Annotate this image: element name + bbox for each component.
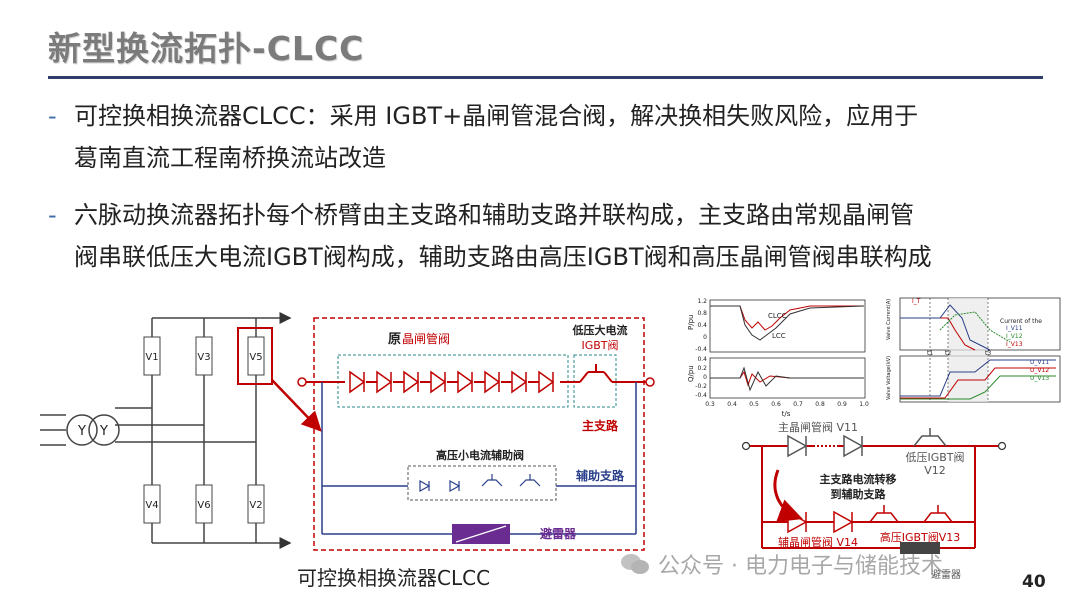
aux-thyristor-label: 辅晶闸管阀 V14 [778,535,858,549]
wechat-icon [621,554,649,574]
transformer-winding-1: Y [77,424,86,439]
title-divider [48,76,1043,79]
valve-v2: V2 [249,500,262,511]
label-t1: t1 [927,350,933,357]
label-it: I_T [912,298,921,305]
label-t3: t3 [985,350,991,357]
main-branch [300,364,650,383]
thyristor-symbol [457,370,474,394]
lv-igbt-valve-id: V12 [924,464,946,477]
p-ytick: -0.4 [695,346,707,353]
label-t2: t2 [945,350,951,357]
valve-current-axis: Valve Current(A) [886,299,892,340]
watermark: 公众号 · 电力电子与储能技术 [620,548,943,580]
valve-v6: V6 [197,500,210,511]
hv-igbt-label: 高压IGBT阀V13 [880,530,961,544]
arrester-label: 避雷器 [540,526,577,541]
original-thyristor-label: 晶闸管阀 [402,331,450,346]
q-ytick: -0.4 [695,392,707,399]
transfer-circuit: 主晶闸管阀 V11 低压IGBT阀 V12 主支路电流转移 到辅助支路 辅晶闸管… [741,420,1007,581]
label-uv12: U_V12 [1030,367,1049,374]
zoom-arrow [271,379,322,432]
transfer-label-1: 主支路电流转移 [820,472,897,486]
thyristor-symbol [511,370,528,394]
lv-igbt-valve-label: 低压IGBT阀 [905,450,964,464]
time-xtick: 0.9 [837,401,847,408]
time-xtick: 1.0 [859,401,869,408]
bullet-1-line-2: 葛南直流工程南桥换流站改造 [74,144,386,172]
aux-valve-label: 高压小电流辅助阀 [436,448,524,462]
thyristor-string [349,370,555,394]
page-title: 新型换流拓扑-CLCC [48,29,365,68]
time-xtick: 0.7 [793,401,803,408]
p-ytick: 0.8 [697,310,707,317]
v5-highlight [237,327,273,385]
left-terminal [297,377,307,387]
transfer-label-2: 到辅助支路 [831,487,887,501]
thyristor-symbol [376,370,393,394]
label-uv13: U_V13 [1030,375,1049,382]
time-xtick: 0.3 [705,401,715,408]
valve-voltage-axis: Valve Voltage(kV) [886,356,892,400]
valve-v5: V5 [249,352,262,363]
valve-boxes: V1 V3 V5 V4 V6 V2 [143,336,265,524]
aux-branch [321,382,637,535]
bullet-dash: - [48,201,57,229]
bullet-2-line-2: 阀串联低压大电流IGBT阀构成，辅助支路由高压IGBT阀和高压晶闸管阀串联构成 [74,243,932,271]
thyristor-symbol [349,370,366,394]
valve-detail-frame [313,317,645,551]
p-ytick: 1.2 [697,298,707,305]
right-terminal [645,377,655,387]
original-label: 原 [388,332,401,347]
transformer: Y Y [66,414,120,446]
lv-igbt-label-1: 低压大电流 [572,323,628,337]
time-xtick: 0.6 [771,401,781,408]
q-axis-label: Q/pu [687,365,695,382]
valve-v3: V3 [197,352,210,363]
label-iv11: I_V11 [1006,325,1023,332]
thyristor-symbol [538,370,555,394]
aux-branch-label: 辅助支路 [576,468,625,483]
p-ytick: 0 [703,334,707,341]
p-ytick: 0.4 [697,322,707,329]
bullet-2-line-1: 六脉动换流器拓扑每个桥臂由主支路和辅助支路并联构成，主支路由常规晶闸管 [74,201,914,229]
lcc-series-label: LCC [772,332,786,340]
p-axis-label: P/pu [687,315,695,330]
time-xtick: 0.5 [749,401,759,408]
label-iv13: I_V13 [1006,341,1023,348]
aux-devices [419,474,541,493]
valve-waveforms: Valve Current(A) Valve Voltage(kV) Curre… [886,297,1061,403]
main-thyristor-label: 主晶闸管阀 V11 [778,420,858,434]
q-ytick: 0 [703,374,707,381]
aux-valve-box [407,465,557,501]
valve-v1: V1 [145,352,158,363]
q-ytick: 0.2 [697,365,707,372]
watermark-text: 公众号 · 电力电子与储能技术 [658,554,943,579]
clcc-series-label: CLCC [768,312,787,320]
arrester-label-2: 避雷器 [931,568,961,581]
main-branch-label: 主支路 [582,418,619,433]
time-xtick: 0.8 [815,401,825,408]
transformer-winding-2: Y [99,424,108,439]
thyristor-symbol [484,370,501,394]
bullet-1-line-1: 可控换相换流器CLCC：采用 IGBT+晶闸管混合阀，解决换相失败风险，应用于 [74,102,919,130]
label-uv11: U_V11 [1030,359,1049,366]
time-axis-label: t/s [782,410,791,418]
bullet-dash: - [48,102,57,130]
thyristor-symbol [430,370,447,394]
pq-plots: 1.2 0.8 0.4 0 -0.4 0.4 0.2 0 -0.2 -0.4 0.3 0.4 0.5 0.… [687,298,869,418]
q-ytick: -0.2 [695,383,707,390]
thyristor-symbol [403,370,420,394]
waveform-legend: Current of the [1000,318,1042,325]
time-xtick: 0.4 [727,401,737,408]
valve-v4: V4 [145,500,158,511]
q-ytick: 0.4 [697,356,707,363]
page-number: 40 [1022,572,1046,592]
label-iv12: I_V12 [1006,333,1023,340]
lv-igbt-label-2: IGBT阀 [581,338,618,352]
arrester-mark [455,525,507,543]
figure-caption: 可控换相换流器CLCC [297,566,491,590]
